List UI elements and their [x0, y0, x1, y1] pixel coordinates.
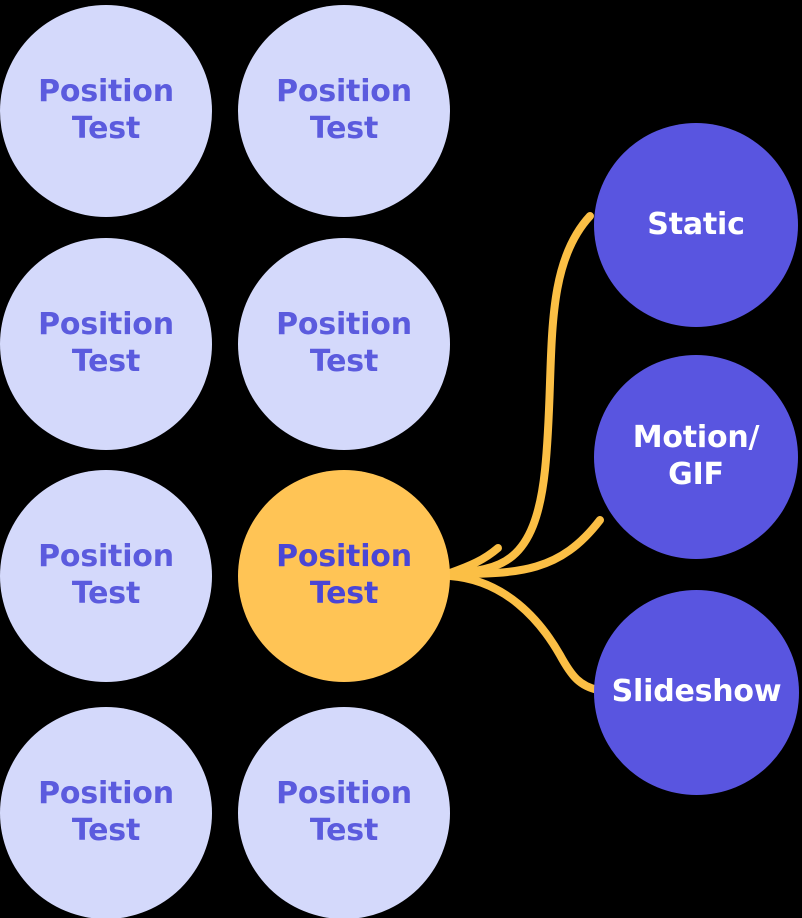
- node-label: Position Test: [38, 307, 174, 379]
- node-label: Position Test: [276, 776, 412, 848]
- edge-to-motion-gif: [446, 516, 604, 578]
- edge-to-slideshow: [446, 572, 602, 694]
- edge-to-static: [446, 212, 594, 577]
- node-label: Slideshow: [611, 674, 782, 710]
- node-label: Position Test: [38, 74, 174, 146]
- node-label: Position Test: [276, 539, 412, 611]
- node-option-slideshow[interactable]: Slideshow: [594, 590, 799, 795]
- node-label: Position Test: [38, 776, 174, 848]
- node-option-motion-gif[interactable]: Motion/ GIF: [594, 355, 798, 559]
- node-grid-r4c2[interactable]: Position Test: [238, 707, 450, 918]
- node-option-static[interactable]: Static: [594, 123, 798, 327]
- node-grid-r3c2[interactable]: Position Test: [238, 470, 450, 682]
- node-grid-r2c1[interactable]: Position Test: [0, 238, 212, 450]
- node-label: Position Test: [38, 539, 174, 611]
- node-label: Motion/ GIF: [632, 420, 760, 492]
- node-label: Position Test: [276, 74, 412, 146]
- node-grid-r3c1[interactable]: Position Test: [0, 470, 212, 682]
- node-label: Static: [647, 206, 745, 242]
- node-grid-r2c2[interactable]: Position Test: [238, 238, 450, 450]
- edge-stub-up: [446, 544, 502, 577]
- node-grid-r4c1[interactable]: Position Test: [0, 707, 212, 918]
- node-grid-r1c2[interactable]: Position Test: [238, 5, 450, 217]
- node-label: Position Test: [276, 307, 412, 379]
- node-grid-r1c1[interactable]: Position Test: [0, 5, 212, 217]
